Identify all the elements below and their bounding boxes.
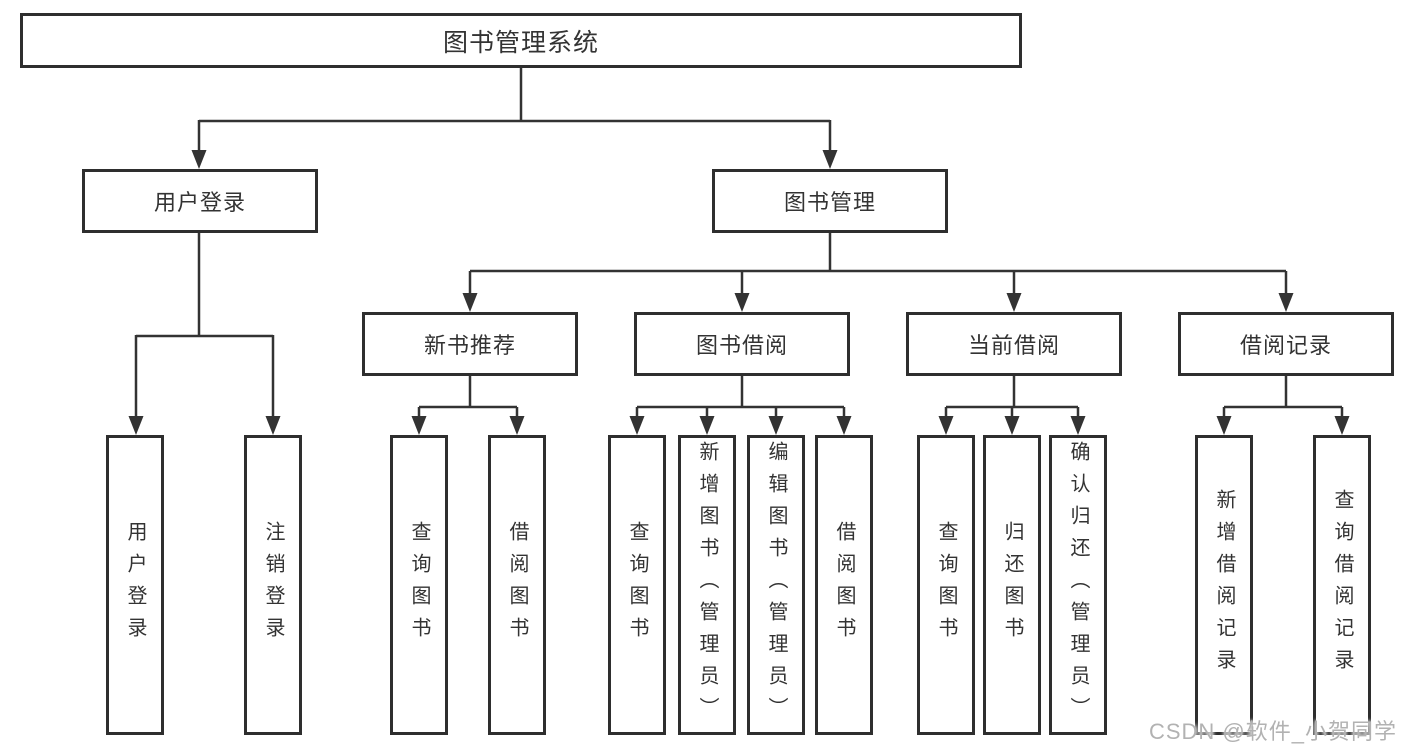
node-label: 图书借阅 [695, 333, 788, 358]
node-cb-query-books: 查询图书 [917, 435, 975, 735]
node-borrow-records: 借阅记录 [1178, 312, 1394, 376]
node-user-login: 用户登录 [82, 169, 318, 233]
node-label: 当前借阅 [967, 333, 1060, 358]
node-bb-edit-books-admin: 编辑图书（管理员） [747, 435, 805, 735]
node-label: 注销登录 [262, 521, 284, 649]
node-cb-confirm-return-admin: 确认归还（管理员） [1049, 435, 1107, 735]
node-label: 用户登录 [153, 190, 246, 215]
node-label: 新增借阅记录 [1213, 489, 1235, 681]
node-label: 查询图书 [626, 521, 648, 649]
node-label: 借阅图书 [506, 521, 528, 649]
node-label: 借阅记录 [1239, 333, 1332, 358]
node-bb-borrow-books: 借阅图书 [815, 435, 873, 735]
node-label: 确认归还（管理员） [1067, 441, 1089, 729]
connector-lines [134, 68, 1344, 420]
node-label: 图书管理系统 [442, 29, 599, 57]
node-label: 新增图书（管理员） [696, 441, 718, 729]
node-leaf-user-login: 用户登录 [106, 435, 164, 735]
node-label: 新书推荐 [423, 333, 516, 358]
node-cb-return-books: 归还图书 [983, 435, 1041, 735]
node-br-add-record: 新增借阅记录 [1195, 435, 1253, 735]
node-br-query-record: 查询借阅记录 [1313, 435, 1371, 735]
node-label: 编辑图书（管理员） [765, 441, 787, 729]
node-label: 借阅图书 [833, 521, 855, 649]
node-bb-add-books-admin: 新增图书（管理员） [678, 435, 736, 735]
node-nb-query-books: 查询图书 [390, 435, 448, 735]
node-label: 查询图书 [935, 521, 957, 649]
node-leaf-logout: 注销登录 [244, 435, 302, 735]
node-book-management-system: 图书管理系统 [20, 13, 1022, 68]
node-label: 用户登录 [124, 521, 146, 649]
node-book-management: 图书管理 [712, 169, 948, 233]
node-nb-borrow-books: 借阅图书 [488, 435, 546, 735]
node-bb-query-books: 查询图书 [608, 435, 666, 735]
node-label: 查询借阅记录 [1331, 489, 1353, 681]
watermark: CSDN @软件_小贺同学 [1148, 719, 1397, 744]
node-book-borrow: 图书借阅 [634, 312, 850, 376]
node-current-borrow: 当前借阅 [906, 312, 1122, 376]
node-label: 归还图书 [1001, 521, 1023, 649]
node-new-book-recommend: 新书推荐 [362, 312, 578, 376]
node-label: 查询图书 [408, 521, 430, 649]
node-label: 图书管理 [783, 190, 876, 215]
